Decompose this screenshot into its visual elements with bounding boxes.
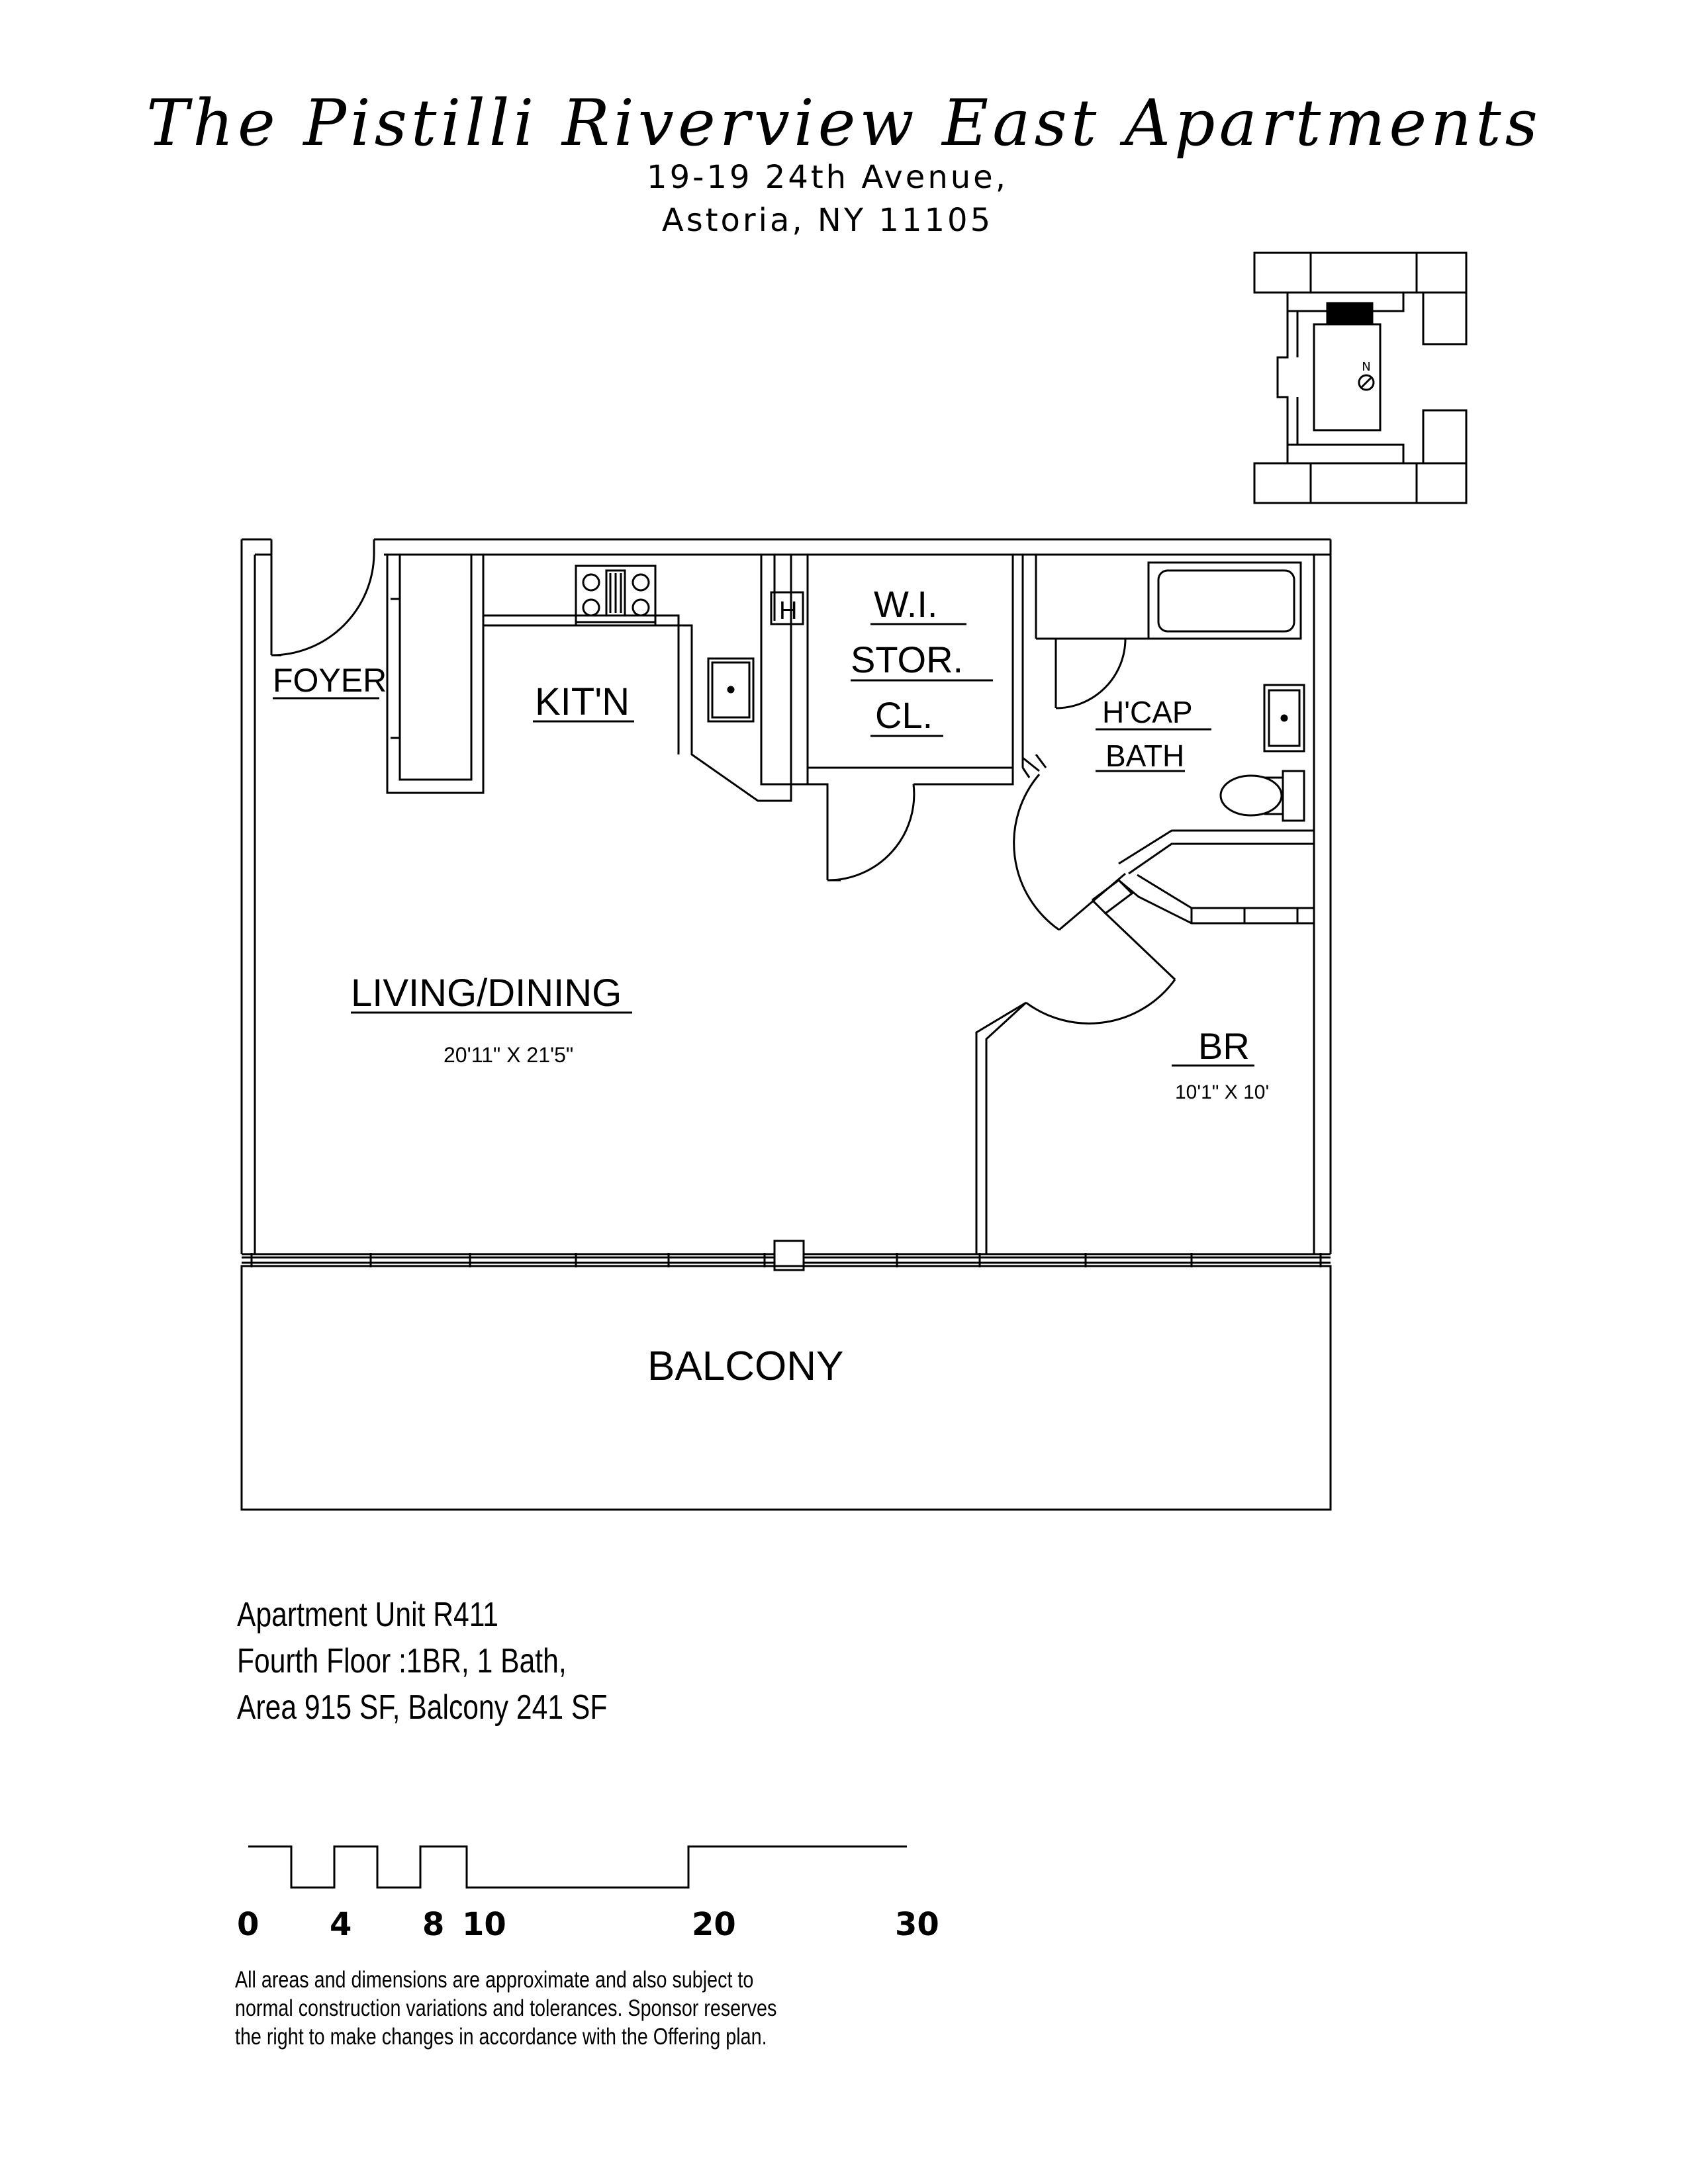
stove-range	[575, 565, 657, 627]
bath-walls	[1013, 555, 1314, 931]
north-arrow-icon	[1360, 376, 1373, 389]
address-line-1: 19-19 24th Avenue,	[647, 159, 1008, 196]
bath-sink	[1263, 684, 1305, 752]
address-line-2: Astoria, NY 11105	[661, 202, 994, 239]
room-label-bath-1: H'CAP	[1102, 695, 1193, 729]
scale-tick: 8	[422, 1906, 445, 1943]
disclaimer: All areas and dimensions are approximate…	[235, 1966, 777, 2051]
north-arrow-icon	[1358, 374, 1375, 391]
scale-tick: 10	[462, 1906, 506, 1943]
room-label-foyer: FOYER	[273, 662, 387, 699]
room-label-storage-3: CL.	[875, 694, 933, 736]
kitchen-sink	[707, 657, 755, 723]
burner-icon	[632, 573, 650, 592]
entry-door	[271, 554, 375, 657]
disclaimer-line-3: the right to make changes in accordance …	[235, 2024, 767, 2050]
heater-label: H	[779, 597, 797, 625]
bathtub	[1147, 561, 1302, 640]
foyer-closet	[386, 553, 485, 794]
key-plan	[1253, 251, 1468, 504]
exterior-walls	[240, 538, 1332, 1254]
burner-icon	[582, 598, 600, 617]
room-label-balcony: BALCONY	[647, 1343, 843, 1389]
bedroom-dimensions: 10'1" X 10'	[1175, 1081, 1269, 1103]
scale-tick: 4	[330, 1906, 352, 1943]
scale-bar	[248, 1845, 907, 1889]
toilet-tank	[1282, 770, 1305, 822]
toilet-bowl	[1219, 774, 1283, 817]
burner-icon	[582, 573, 600, 592]
room-label-bath-2: BATH	[1105, 739, 1184, 773]
living-dimensions: 20'11" X 21'5"	[444, 1043, 573, 1067]
room-label-storage-2: STOR.	[851, 639, 963, 680]
burner-icon	[632, 598, 650, 617]
bath-sink-drain-icon	[1280, 714, 1288, 722]
building-title: The Pistilli Riverview East Apartments	[146, 86, 1542, 160]
unit-info-line-1: Apartment Unit R411	[237, 1596, 499, 1634]
room-label-bedroom: BR	[1198, 1025, 1250, 1067]
balcony-outline	[240, 1265, 1332, 1511]
room-label-kitchen: KIT'N	[535, 680, 630, 723]
bedroom-walls	[975, 874, 1314, 1254]
scale-tick: 20	[692, 1906, 736, 1943]
scale-tick: 30	[895, 1906, 939, 1943]
unit-info-line-3: Area 915 SF, Balcony 241 SF	[237, 1688, 608, 1727]
kitchen-counter	[482, 555, 792, 802]
sink-drain-icon	[727, 686, 735, 694]
heater-unit	[770, 591, 804, 625]
disclaimer-line-1: All areas and dimensions are approximate…	[235, 1967, 754, 1993]
room-label-storage-1: W.I.	[874, 583, 937, 625]
room-label-living: LIVING/DINING	[351, 972, 622, 1015]
north-label: N	[1362, 360, 1370, 374]
disclaimer-line-2: normal construction variations and toler…	[235, 1995, 777, 2021]
unit-info-line-2: Fourth Floor :1BR, 1 Bath,	[237, 1642, 567, 1680]
scale-tick: 0	[237, 1906, 259, 1943]
